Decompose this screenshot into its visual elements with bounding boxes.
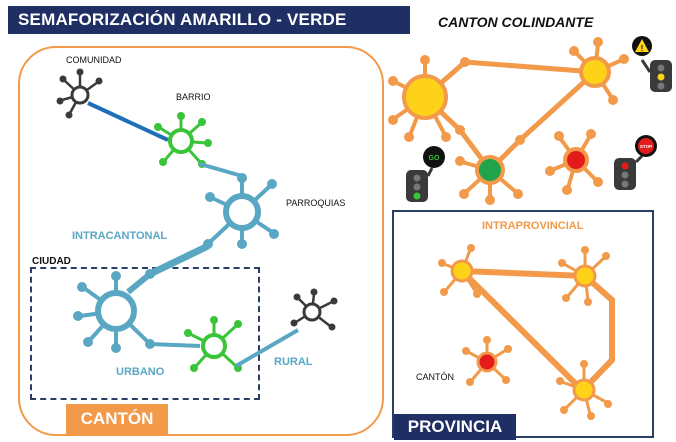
red-node	[462, 336, 512, 386]
barrio-label: BARRIO	[176, 92, 211, 102]
urbano-label: URBANO	[116, 366, 165, 378]
connector-line	[464, 59, 596, 75]
canton-colindante-label: CANTON COLINDANTE	[438, 14, 594, 30]
provincia-region	[392, 210, 654, 438]
hub-node	[388, 55, 451, 142]
parroquias-node	[203, 173, 279, 249]
traffic-light-go-icon: GO	[406, 146, 445, 202]
provincia-network	[438, 244, 615, 420]
parroquias-label: PARROQUIAS	[286, 198, 346, 208]
rural-label: RURAL	[274, 356, 313, 368]
canton-small-label: CANTÓN	[416, 372, 454, 382]
canton-region	[18, 46, 384, 436]
traffic-light-warning-icon: !	[632, 36, 672, 92]
rural-node	[290, 288, 338, 331]
connector-line	[149, 342, 201, 348]
connector-line	[148, 242, 210, 278]
urbano-node	[73, 271, 155, 353]
connector-line	[234, 328, 300, 368]
connector-line	[582, 273, 615, 391]
page-title: SEMAFORIZACIÓN AMARILLO - VERDE	[8, 6, 410, 34]
junction-dot	[145, 269, 155, 279]
intraprovincial-label: INTRAPROVINCIAL	[482, 220, 584, 232]
yellow-node	[558, 246, 610, 306]
connector-line	[461, 268, 586, 279]
junction-dot	[455, 125, 465, 135]
svg-text:!: !	[641, 44, 644, 53]
comunidad-node	[56, 68, 103, 119]
yellow-node	[569, 37, 629, 105]
green-node	[455, 155, 523, 205]
svg-text:STOP: STOP	[640, 144, 652, 149]
urbano-green-node	[184, 316, 242, 372]
junction-dot	[460, 57, 470, 67]
barrio-node	[154, 112, 212, 168]
svg-text:GO: GO	[429, 155, 440, 162]
comunidad-label: COMUNIDAD	[66, 55, 122, 65]
red-node	[545, 129, 603, 195]
provincia-tag: PROVINCIA	[394, 414, 516, 440]
canton-colindante-network	[388, 37, 629, 205]
ciudad-region	[30, 267, 260, 400]
yellow-node	[556, 360, 612, 420]
canton-tag: CANTÓN	[66, 404, 168, 434]
connector-line	[518, 70, 597, 142]
ciudad-label: CIUDAD	[32, 256, 71, 267]
junction-dot	[515, 135, 525, 145]
yellow-node	[438, 244, 481, 298]
connector-line	[87, 101, 169, 142]
intracantonal-label: INTRACANTONAL	[72, 230, 168, 242]
traffic-light-stop-icon: STOP	[614, 135, 657, 190]
connector-line	[459, 268, 585, 393]
